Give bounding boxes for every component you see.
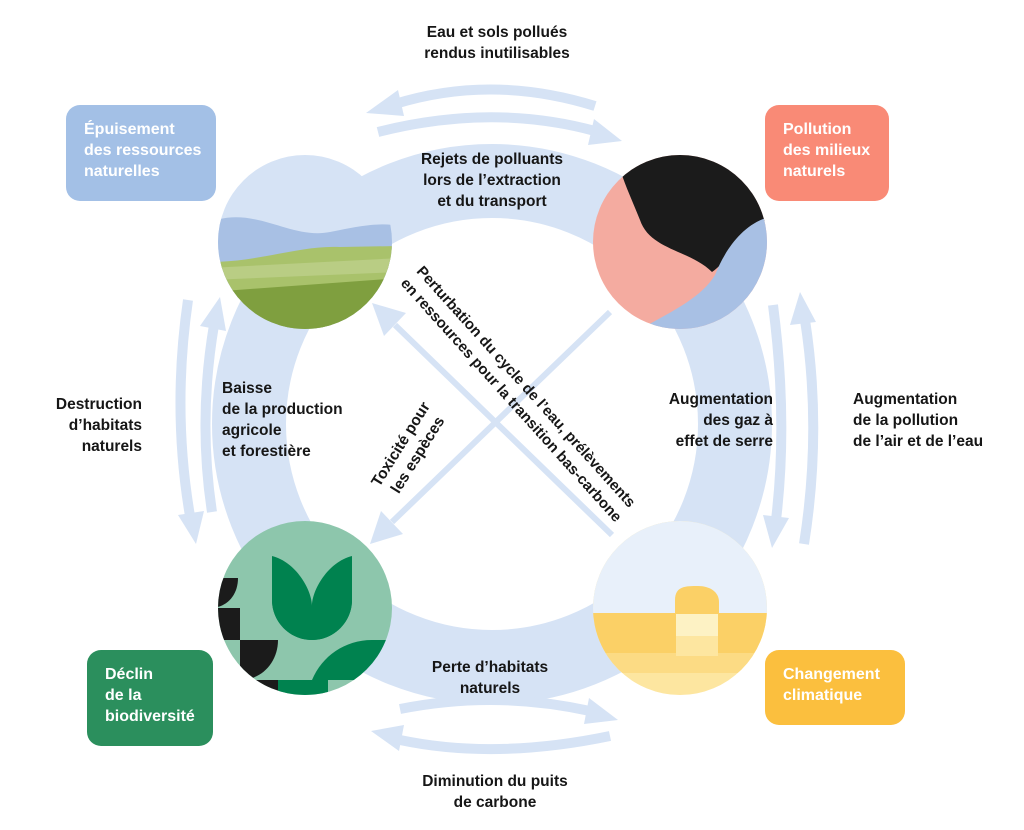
biodiversity-circle-icon [218,521,392,695]
label-line: Eau et sols pollués [426,24,568,41]
diagonal-arrow-tr-to-bl [370,309,613,544]
box-text-line: Épuisement [84,121,175,138]
label-line: Rejets de polluants [420,151,564,168]
arrow-bottom-left [371,725,612,755]
label-line: lors de l’extraction [423,172,561,189]
resources-depletion-box: Épuisement des ressources naturelles [66,105,216,201]
label-line: d’habitats [68,417,142,434]
climate-change-box: Changement climatique [765,650,905,725]
label-left-inner: Baisse de la production agricole et fore… [222,378,372,462]
arrow-bottom-right [399,695,618,724]
pollution-box: Pollution des milieux naturels [765,105,889,201]
label-top-inner: Rejets de polluants lors de l’extraction… [382,149,602,212]
label-line: naturels [81,438,142,455]
label-line: de la pollution [853,412,959,429]
box-text-line: des ressources [84,142,202,159]
box-text-line: des milieux [783,142,871,159]
label-left-outer: Destruction d’habitats naturels [20,394,142,457]
label-bottom-outer: Diminution du puits de carbone [380,771,610,813]
label-line: Diminution du puits [422,773,568,790]
label-right-outer: Augmentation de la pollution de l’air et… [853,389,1018,452]
arrow-top-right [376,112,622,145]
biodiversity-decline-box: Déclin de la biodiversité [87,650,213,746]
label-line: Destruction [55,396,142,413]
label-line: de carbone [453,794,537,811]
label-top-outer: Eau et sols pollués rendus inutilisables [372,22,622,64]
label-line: et du transport [437,193,547,210]
climate-circle-icon [593,521,767,695]
box-text-line: naturels [783,163,846,180]
box-text-line: naturelles [84,163,160,180]
arrow-right-down [763,304,789,548]
label-line: de l’air et de l’eau [853,433,984,450]
arrow-top-left [366,84,597,116]
label-line: rendus inutilisables [424,45,570,62]
box-text-line: Déclin [105,666,154,683]
label-line: et forestière [222,443,311,460]
label-line: naturels [459,680,521,697]
label-line: Baisse [222,380,272,397]
arrow-left-up [200,297,226,513]
label-line: Perte d’habitats [431,659,549,676]
label-line: Augmentation [668,391,773,408]
label-line: Augmentation [853,391,958,408]
box-text-line: biodiversité [105,708,195,725]
label-line: agricole [222,422,282,439]
label-line: effet de serre [675,433,773,450]
label-bottom-inner: Perte d’habitats naturels [390,657,590,699]
box-text-line: Changement [783,666,880,683]
label-line: de la production [222,401,343,418]
cycle-ring [212,144,772,704]
arrow-left-down [175,299,204,544]
diagonal-arrow-br-to-tl [372,303,615,538]
box-text-line: de la [105,687,142,704]
label-line: des gaz à [703,412,773,429]
box-text-line: Pollution [783,121,852,138]
arrow-right-up [790,292,819,545]
box-text-line: climatique [783,687,863,704]
label-right-inner: Augmentation des gaz à effet de serre [625,389,773,452]
